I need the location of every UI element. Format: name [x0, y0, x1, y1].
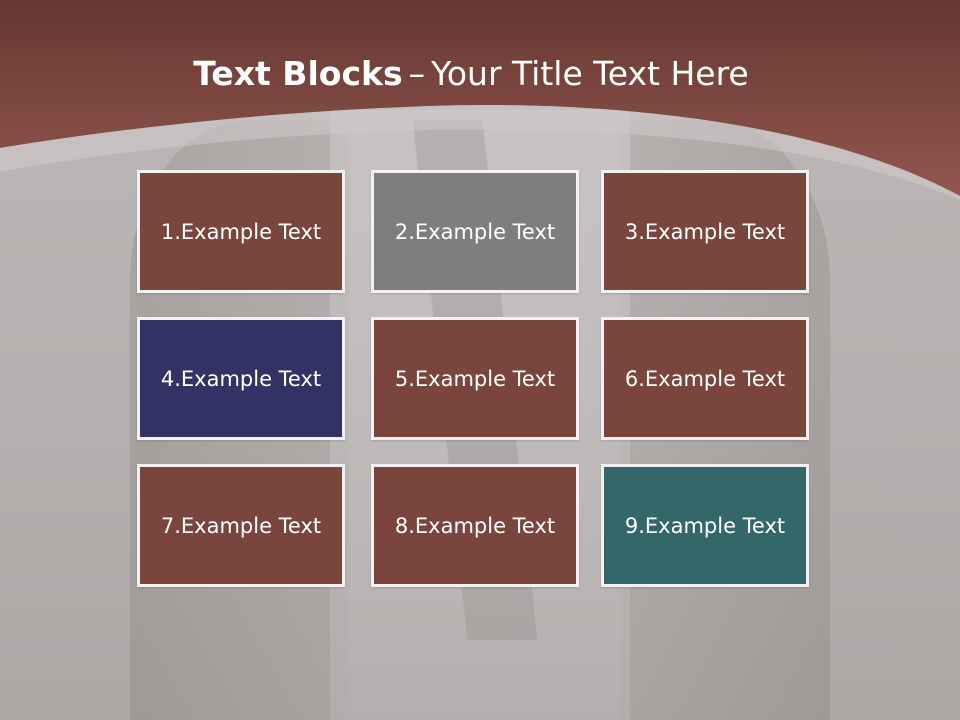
text-block-9: 9.Example Text [601, 464, 809, 587]
text-block-6: 6.Example Text [601, 317, 809, 440]
title-rest: Your Title Text Here [431, 54, 749, 93]
title-separator: – [408, 54, 426, 93]
page-title: Text Blocks–Your Title Text Here [0, 52, 942, 96]
text-block-5: 5.Example Text [371, 317, 579, 440]
text-block-8: 8.Example Text [371, 464, 579, 587]
title-bold: Text Blocks [193, 54, 403, 93]
header-band [0, 0, 960, 200]
text-block-4: 4.Example Text [137, 317, 345, 440]
text-block-grid: 1.Example Text 2.Example Text 3.Example … [137, 170, 817, 594]
header-band-shape [0, 0, 960, 200]
text-block-7: 7.Example Text [137, 464, 345, 587]
text-block-2: 2.Example Text [371, 170, 579, 293]
text-block-1: 1.Example Text [137, 170, 345, 293]
text-block-3: 3.Example Text [601, 170, 809, 293]
